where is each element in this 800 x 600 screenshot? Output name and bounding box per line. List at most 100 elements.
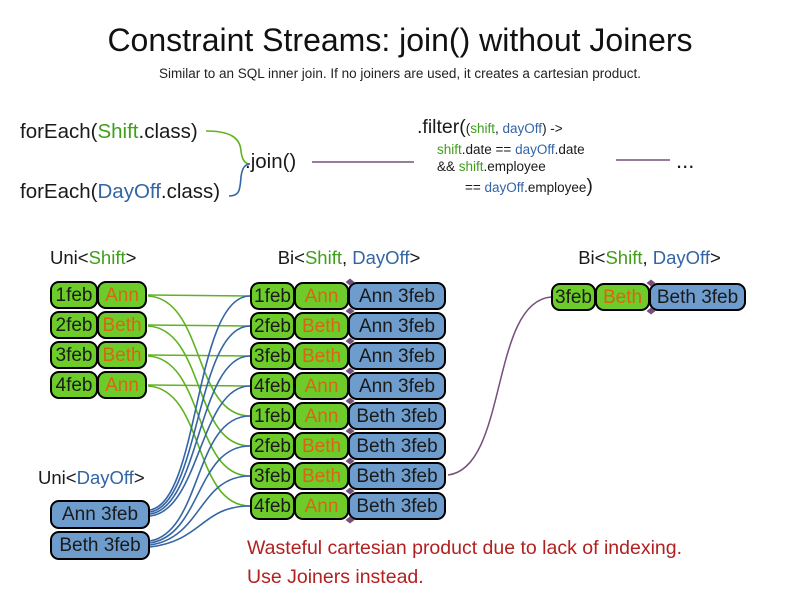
- shift-date-cell: 1feb: [50, 281, 98, 309]
- bi-date-cell: 1feb: [250, 402, 295, 430]
- filter-code: .filter((shift, dayOff) -> shift.date ==…: [417, 116, 593, 198]
- filter-arg-close: ) ->: [542, 121, 563, 136]
- bi-employee-cell: Beth: [294, 462, 349, 490]
- dayoff-cell: Beth 3feb: [50, 531, 150, 560]
- shift-employee-cell: Ann: [97, 281, 147, 309]
- beth-row6-curve: [149, 445, 251, 544]
- shift-employee-cell: Ann: [97, 371, 147, 399]
- brace-dayoff-curve: [228, 163, 251, 197]
- bi-mid-post: >: [409, 247, 421, 268]
- filter-arg-shift: shift: [470, 121, 496, 136]
- bi-employee-cell: Ann: [294, 492, 349, 520]
- foreach-shift-suffix: .class): [138, 120, 198, 143]
- dayoff-row: Ann 3feb: [50, 500, 150, 529]
- ann-row2-curve: [149, 325, 251, 513]
- ann-row4-curve: [149, 385, 251, 517]
- bi-dayoff-cell: Beth 3feb: [348, 492, 446, 520]
- brace-shift-curve: [205, 130, 251, 165]
- filter-arg-comma: ,: [495, 121, 503, 136]
- warning-text: Wasteful cartesian product due to lack o…: [247, 534, 682, 592]
- uni-dayoff-header: Uni<DayOff>: [38, 467, 145, 489]
- shift1-row1-line: [147, 294, 251, 297]
- foreach-dayoff-suffix: .class): [160, 180, 221, 203]
- uni-shift-header: Uni<Shift>: [50, 247, 136, 269]
- bi-date-cell: 3feb: [250, 342, 295, 370]
- page-title: Constraint Streams: join() without Joine…: [107, 22, 693, 58]
- beth-row8-curve: [149, 505, 251, 548]
- filter-l3-and: &&: [437, 159, 459, 174]
- bi-mid-pre: Bi<: [277, 247, 305, 268]
- filter-l2-shift: shift: [437, 142, 462, 157]
- bi-row: 1feb Ann Ann 3feb: [250, 282, 446, 310]
- shift-date-cell: 4feb: [50, 371, 98, 399]
- join-label: .join(): [245, 150, 297, 173]
- filter-line4: == dayOff.employee): [465, 175, 593, 198]
- bi-right-sep: ,: [642, 247, 653, 268]
- bi-date-cell: 2feb: [250, 312, 295, 340]
- bi-date-cell: 2feb: [250, 432, 295, 460]
- bi-mid-sep: ,: [341, 247, 353, 268]
- filter-line3: && shift.employee: [437, 159, 593, 174]
- ann-row1-curve: [149, 295, 251, 511]
- ann-row3-curve: [149, 355, 251, 515]
- uni-shift-type: Shift: [88, 247, 126, 268]
- bi-dayoff-cell: Ann 3feb: [348, 282, 446, 310]
- shift-employee-cell: Beth: [97, 311, 147, 339]
- filter-head: .filter(: [417, 116, 466, 138]
- foreach-shift-prefix: forEach(: [20, 120, 98, 143]
- filter-l4-dayoff: dayOff: [484, 180, 525, 195]
- bi-mid-dayoff: DayOff: [352, 247, 410, 268]
- foreach-shift-class: Shift: [97, 120, 139, 143]
- result-dayoff-cell: Beth 3feb: [649, 283, 746, 311]
- ellipsis: ...: [676, 148, 695, 173]
- shift-row: 3feb Beth: [50, 341, 147, 369]
- bi-row: 2feb Beth Ann 3feb: [250, 312, 446, 340]
- bi-employee-cell: Beth: [294, 342, 349, 370]
- result-employee-cell: Beth: [595, 283, 650, 311]
- bi-date-cell: 1feb: [250, 282, 295, 310]
- bi-mid-header: Bi<Shift, DayOff>: [250, 247, 448, 269]
- subtitle: Similar to an SQL inner join. If no join…: [159, 66, 641, 81]
- beth-row5-curve: [149, 415, 251, 542]
- filter-arg-dayoff: dayOff: [502, 121, 543, 136]
- beth-row7-curve: [149, 475, 251, 546]
- bi-right-pre: Bi<: [578, 247, 606, 268]
- bi-date-cell: 4feb: [250, 492, 295, 520]
- filter-line1: .filter((shift, dayOff) ->: [417, 116, 593, 139]
- shift2-row2-line: [147, 324, 251, 327]
- bi-right-shift: Shift: [605, 247, 643, 268]
- bi-row: 4feb Ann Ann 3feb: [250, 372, 446, 400]
- bi-dayoff-cell: Ann 3feb: [348, 372, 446, 400]
- filter-l3-end: .employee: [483, 159, 546, 174]
- filter-l2-mid: .date ==: [461, 142, 516, 157]
- shift-employee-cell: Beth: [97, 341, 147, 369]
- dayoff-row: Beth 3feb: [50, 531, 150, 560]
- bi-dayoff-cell: Ann 3feb: [348, 312, 446, 340]
- shift-row: 2feb Beth: [50, 311, 147, 339]
- bi-dayoff-cell: Beth 3feb: [348, 402, 446, 430]
- bi-employee-cell: Ann: [294, 282, 349, 310]
- bi-row: 1feb Ann Beth 3feb: [250, 402, 446, 430]
- bi-dayoff-cell: Ann 3feb: [348, 342, 446, 370]
- bi-right-post: >: [710, 247, 721, 268]
- uni-shift-pre: Uni<: [50, 247, 89, 268]
- bi-mid-shift: Shift: [304, 247, 342, 268]
- uni-dayoff-type: DayOff: [76, 467, 134, 488]
- dayoff-cell: Ann 3feb: [50, 500, 150, 529]
- warning-line2: Use Joiners instead.: [247, 566, 424, 588]
- result-date-cell: 3feb: [551, 283, 596, 311]
- filter-l2-dayoff: dayOff: [515, 142, 555, 157]
- uni-dayoff-pre: Uni<: [38, 467, 77, 488]
- filter-l4-end: .employee: [524, 180, 587, 195]
- filter-result-curve: [447, 296, 552, 476]
- bi-row: 3feb Beth Beth 3feb: [250, 462, 446, 490]
- shift-row: 1feb Ann: [50, 281, 147, 309]
- filter-line2: shift.date == dayOff.date: [437, 142, 593, 157]
- foreach-dayoff-code: forEach(DayOff.class): [20, 180, 220, 204]
- bi-right-dayoff: DayOff: [652, 247, 710, 268]
- bi-row: 3feb Beth Ann 3feb: [250, 342, 446, 370]
- bi-employee-cell: Beth: [294, 432, 349, 460]
- bi-date-cell: 3feb: [250, 462, 295, 490]
- shift-date-cell: 3feb: [50, 341, 98, 369]
